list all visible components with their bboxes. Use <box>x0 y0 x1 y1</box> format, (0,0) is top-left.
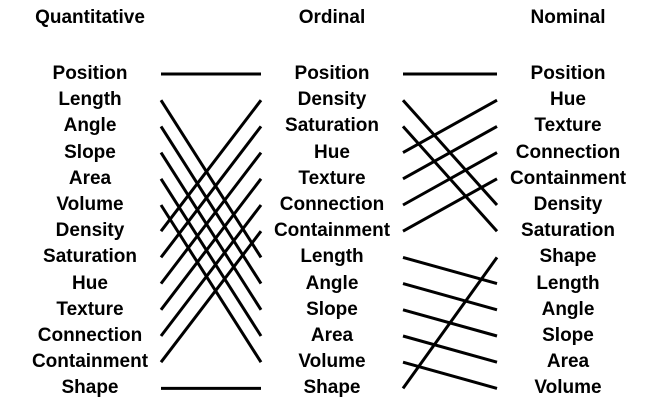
connector-quantitative-ordinal-area <box>159 177 263 337</box>
connector-quantitative-ordinal-saturation <box>159 125 263 259</box>
connector-ordinal-nominal-connection <box>402 151 498 207</box>
connector-ordinal-nominal-hue <box>402 98 498 154</box>
ordinal-item-containment: Containment <box>273 220 391 242</box>
connector-quantitative-ordinal-connection <box>159 204 263 337</box>
connector-ordinal-nominal-angle <box>402 282 498 312</box>
ordinal-item-position: Position <box>294 63 370 84</box>
column-header-quantitative: Quantitative <box>35 7 145 28</box>
quantitative-item-area: Area <box>68 167 112 189</box>
nominal-item-area: Area <box>546 351 590 373</box>
quantitative-item-volume: Volume <box>56 194 124 215</box>
nominal-item-shape: Shape <box>539 246 597 268</box>
ordinal-item-density: Density <box>297 89 367 111</box>
quantitative-item-shape: Shape <box>61 377 119 399</box>
nominal-item-containment: Containment <box>509 167 627 189</box>
ordinal-item-texture: Texture <box>298 167 366 189</box>
ordinal-item-slope: Slope <box>306 298 358 320</box>
connector-quantitative-ordinal-density <box>159 99 263 233</box>
quantitative-item-texture: Texture <box>56 298 124 320</box>
connector-quantitative-ordinal-hue <box>159 151 263 285</box>
connector-ordinal-nominal-shape <box>401 256 499 390</box>
nominal-item-volume: Volume <box>534 377 602 399</box>
ordinal-item-saturation: Saturation <box>285 115 379 137</box>
nominal-item-position: Position <box>530 63 606 84</box>
nominal-item-connection: Connection <box>515 141 621 163</box>
quantitative-item-angle: Angle <box>63 115 117 137</box>
connector-quantitative-ordinal-angle <box>159 125 263 285</box>
nominal-item-saturation: Saturation <box>521 220 615 242</box>
nominal-item-density: Density <box>533 194 603 215</box>
connector-ordinal-nominal-texture <box>402 125 498 181</box>
connector-quantitative-ordinal-texture <box>159 177 263 311</box>
nominal-item-hue: Hue <box>550 89 586 111</box>
quantitative-item-containment: Containment <box>31 351 149 373</box>
quantitative-item-slope: Slope <box>64 141 116 163</box>
column-header-nominal: Nominal <box>530 7 606 28</box>
ordinal-item-area: Area <box>310 325 354 346</box>
nominal-item-angle: Angle <box>541 298 595 320</box>
connector-ordinal-nominal-area <box>402 334 498 364</box>
ordinal-item-connection: Connection <box>279 194 385 215</box>
quantitative-item-connection: Connection <box>37 325 143 346</box>
quantitative-item-saturation: Saturation <box>43 246 137 268</box>
nominal-item-texture: Texture <box>534 115 602 137</box>
ordinal-item-angle: Angle <box>305 272 359 294</box>
ordinal-item-hue: Hue <box>314 141 350 163</box>
ordinal-item-length: Length <box>300 246 364 268</box>
connector-quantitative-ordinal-volume <box>159 204 263 364</box>
connector-quantitative-ordinal-containment <box>159 230 263 364</box>
ordinal-item-volume: Volume <box>298 351 366 373</box>
column-header-ordinal: Ordinal <box>298 7 366 28</box>
quantitative-item-density: Density <box>55 220 125 242</box>
quantitative-item-length: Length <box>58 89 122 111</box>
connector-quantitative-ordinal-length <box>159 99 263 259</box>
nominal-item-length: Length <box>536 272 600 294</box>
nominal-item-slope: Slope <box>542 325 594 346</box>
connector-quantitative-ordinal-slope <box>159 151 263 311</box>
connector-ordinal-nominal-containment <box>402 177 498 233</box>
quantitative-item-hue: Hue <box>72 272 108 294</box>
ordinal-item-shape: Shape <box>303 377 361 399</box>
quantitative-item-position: Position <box>52 63 128 84</box>
